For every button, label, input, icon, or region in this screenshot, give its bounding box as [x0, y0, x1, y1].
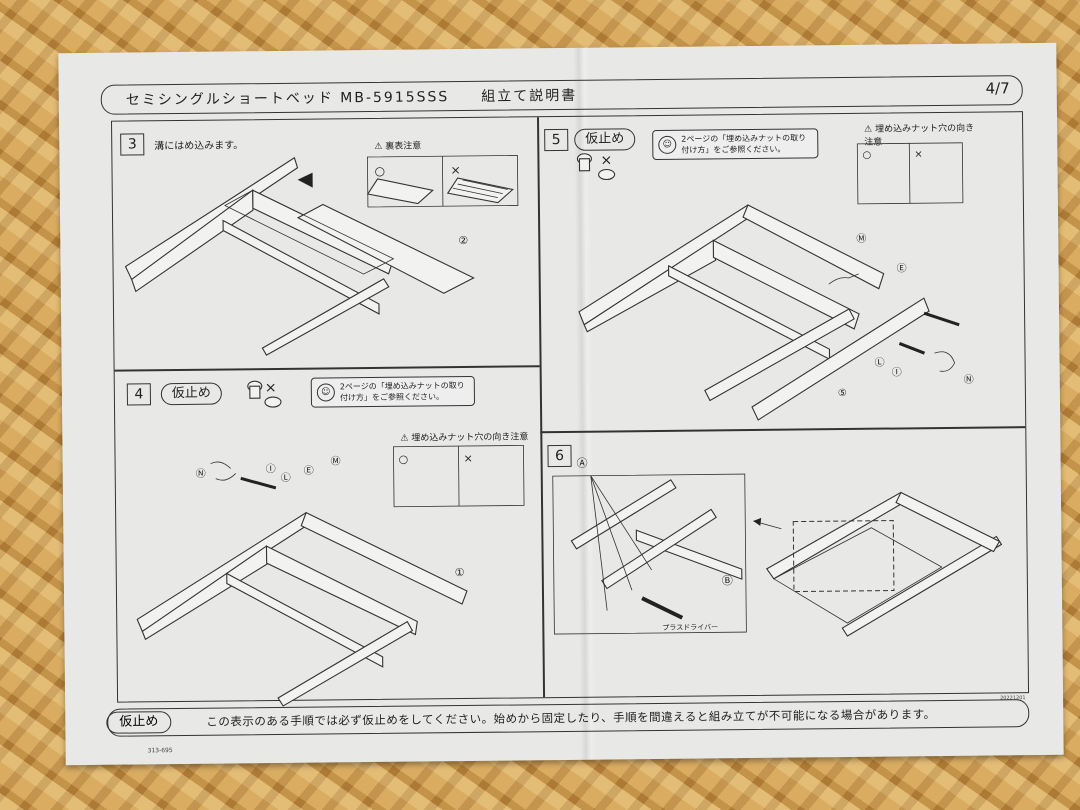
- tool-label: プラスドライバー: [662, 623, 718, 632]
- instruction-sheet: セミシングルショートベッド MB-5915SSS 組立て説明書 4/7 3 溝に…: [58, 42, 1064, 766]
- footer-pill: 仮止め: [106, 711, 172, 734]
- ok-symbol: ○: [374, 164, 385, 178]
- svg-text:Ⓔ: Ⓔ: [897, 262, 907, 274]
- svg-text:①: ①: [455, 566, 465, 579]
- svg-text:Ⓐ: Ⓐ: [577, 457, 588, 470]
- svg-text:Ⓝ: Ⓝ: [196, 468, 206, 480]
- document-code: 313-695: [147, 747, 173, 755]
- footer-note: 仮止め この表示のある手順では必ず仮止めをしてください。始めから固定したり、手順…: [106, 699, 1030, 737]
- nut-icons-5: ×: [576, 152, 616, 181]
- svg-text:Ⓘ: Ⓘ: [892, 366, 902, 378]
- svg-text:⑤: ⑤: [838, 388, 847, 399]
- document-title: セミシングルショートベッド MB-5915SSS 組立て説明書: [125, 87, 578, 109]
- svg-text:×: ×: [265, 380, 277, 396]
- step-6-diagram: Ⓐ Ⓑ プラスドライバー: [552, 457, 1003, 637]
- svg-text:○: ○: [399, 453, 409, 466]
- step-3-part: ②: [458, 234, 468, 247]
- svg-text:Ⓝ: Ⓝ: [964, 374, 974, 386]
- nut-icons-4: ×: [247, 380, 282, 408]
- steps-frame: 3 溝にはめ込みます。 ⚠ 裏表注意 ○ × ② 4 仮止め: [111, 111, 1030, 707]
- step-3-diagram: ○ × ②: [124, 155, 519, 356]
- step-5-diagram: ○ × ⑤ Ⓜ Ⓔ Ⓛ Ⓘ Ⓝ: [578, 142, 974, 421]
- svg-text:×: ×: [914, 149, 923, 160]
- svg-text:×: ×: [600, 152, 612, 168]
- svg-text:Ⓜ: Ⓜ: [331, 455, 341, 467]
- svg-text:Ⓔ: Ⓔ: [304, 465, 314, 477]
- footer-text: この表示のある手順では必ず仮止めをしてください。始めから固定したり、手順を間違え…: [206, 707, 936, 729]
- svg-text:Ⓘ: Ⓘ: [266, 463, 276, 475]
- svg-text:Ⓜ: Ⓜ: [856, 233, 866, 245]
- ng-symbol: ×: [450, 163, 460, 177]
- svg-text:○: ○: [862, 150, 871, 161]
- svg-text:Ⓛ: Ⓛ: [875, 357, 885, 369]
- svg-text:Ⓑ: Ⓑ: [722, 574, 733, 587]
- title-bar: セミシングルショートベッド MB-5915SSS 組立て説明書 4/7: [100, 75, 1023, 115]
- step-4-diagram: ○ × ① Ⓝ Ⓘ Ⓛ Ⓔ Ⓜ: [136, 444, 525, 707]
- document-date-code: 20221201: [1000, 695, 1026, 702]
- svg-text:×: ×: [463, 452, 472, 465]
- svg-text:Ⓛ: Ⓛ: [281, 472, 291, 484]
- page-number: 4/7: [985, 79, 1010, 98]
